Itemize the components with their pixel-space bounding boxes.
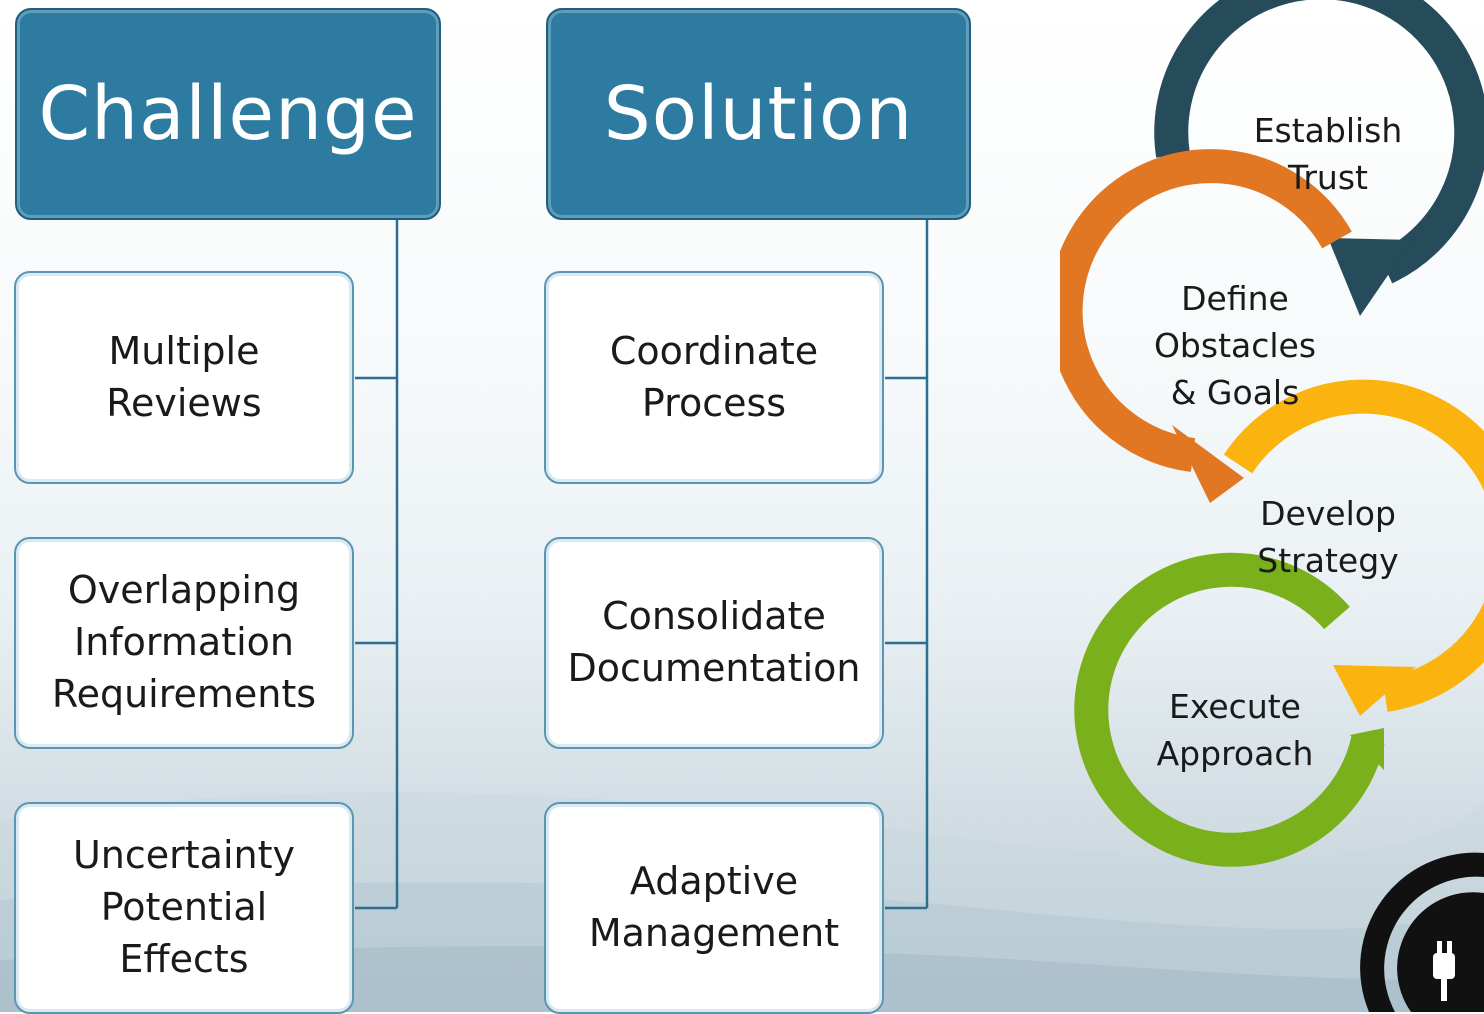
challenge-item-uncertainty: Uncertainty Potential Effects [14,802,354,1014]
challenge-title: Challenge [38,71,418,157]
cycle-label-develop-strategy: Develop Strategy [1257,494,1399,580]
challenge-header: Challenge [15,8,441,220]
process-cycle [1060,0,1484,867]
challenge-item-label: Uncertainty Potential Effects [72,833,295,981]
cycle-label-establish-trust: Establish Trust [1253,111,1403,197]
solution-item-label: Coordinate Process [609,328,819,425]
solution-item-label: Consolidate Documentation [567,594,861,690]
challenge-item-label: Multiple Reviews [106,328,262,425]
cycle-arrow-execute-approach [1074,552,1385,867]
challenge-item-multiple-reviews: Multiple Reviews [14,271,354,484]
challenge-item-overlapping-information: Overlapping Information Requirements [14,537,354,749]
solution-item-label: Adaptive Management [588,859,840,955]
solution-title: Solution [603,71,914,157]
plug-icon [1360,852,1484,1012]
cycle-label-execute-approach: Execute Approach [1156,687,1314,773]
cycle-arrow-develop-strategy [1223,379,1484,716]
solution-item-coordinate-process: Coordinate Process [544,271,884,484]
cycle-label-define-obstacles: Define Obstacles & Goals [1153,279,1317,412]
challenge-item-label: Overlapping Information Requirements [51,568,317,716]
solution-header: Solution [546,8,971,220]
solution-item-consolidate-documentation: Consolidate Documentation [544,537,884,749]
solution-item-adaptive-management: Adaptive Management [544,802,884,1014]
cycle-arrow-define-obstacles [1060,149,1352,503]
cycle-arrow-establish-trust [1154,0,1484,316]
